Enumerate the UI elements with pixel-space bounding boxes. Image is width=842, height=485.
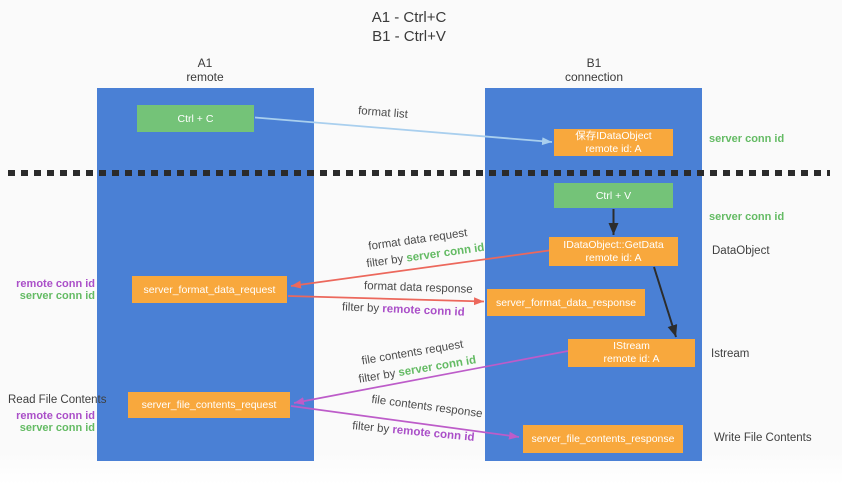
lane-b1-subtitle: connection: [564, 70, 624, 84]
session-separator-dotted-line: [8, 170, 830, 176]
filter-key-remote-conn-id-4: remote conn id: [391, 424, 475, 444]
title-line-1: A1 - Ctrl+C: [371, 9, 447, 26]
format-data-response-arrow-label: format data response: [363, 280, 473, 296]
ctrl-c-box: Ctrl + C: [137, 105, 254, 132]
dataobject-label: DataObject: [712, 245, 770, 257]
server-format-data-request-box: server_format_data_request: [132, 276, 287, 303]
write-file-contents-label: Write File Contents: [714, 432, 812, 444]
format-data-response-arrow: [287, 295, 485, 306]
getdata-line1: IDataObject::GetData: [563, 238, 664, 251]
server-format-data-response-label: server_format_data_response: [495, 296, 637, 309]
filter-by-text-1: filter by: [365, 252, 408, 271]
istream-box: IStream remote id: A: [568, 339, 695, 367]
server-conn-id-label-file: server conn id: [19, 422, 95, 434]
ctrl-c-label: Ctrl + C: [177, 112, 214, 125]
server-conn-id-label-mid: server conn id: [709, 211, 785, 223]
lane-a1-name: A1: [197, 56, 213, 70]
format-data-response-filter-label: filter by remote conn id: [342, 301, 465, 318]
lane-header-b1: B1 connection: [539, 56, 649, 84]
server-file-contents-request-label: server_file_contents_request: [141, 399, 277, 411]
format-list-arrow-label: format list: [357, 105, 409, 121]
format-conn-id-block: remote conn id server conn id: [0, 278, 95, 302]
save-idataobject-line2: remote id: A: [585, 142, 642, 155]
file-conn-id-block: remote conn id server conn id: [0, 410, 95, 434]
read-file-contents-label: Read File Contents: [8, 394, 107, 406]
istream-line2: remote id: A: [603, 353, 660, 365]
idataobject-getdata-box: IDataObject::GetData remote id: A: [549, 237, 678, 266]
remote-conn-id-label-format: remote conn id: [16, 278, 95, 290]
file-contents-response-arrow-label: file contents response: [370, 393, 484, 421]
file-contents-response-filter-label: filter by remote conn id: [352, 420, 475, 444]
filter-by-text-4: filter by: [351, 420, 393, 436]
server-conn-id-label-format: server conn id: [19, 290, 95, 302]
save-idataobject-line1: 保存IDataObject: [575, 129, 652, 142]
lane-a1-subtitle: remote: [186, 70, 224, 84]
remote-conn-id-label-file: remote conn id: [16, 410, 95, 422]
save-idataobject-box: 保存IDataObject remote id: A: [554, 129, 673, 156]
server-conn-id-label-top: server conn id: [709, 133, 785, 145]
server-format-data-request-label: server_format_data_request: [143, 283, 276, 296]
server-file-contents-response-box: server_file_contents_response: [523, 425, 683, 453]
title-line-2: B1 - Ctrl+V: [372, 28, 446, 45]
getdata-line2: remote id: A: [585, 251, 642, 264]
istream-line1: IStream: [613, 340, 650, 352]
lane-header-a1: A1 remote: [150, 56, 260, 84]
filter-key-remote-conn-id-2: remote conn id: [382, 303, 465, 319]
istream-side-label: Istream: [711, 348, 750, 360]
ctrl-v-box: Ctrl + V: [554, 183, 673, 208]
server-format-data-response-box: server_format_data_response: [487, 289, 645, 316]
server-file-contents-request-box: server_file_contents_request: [128, 392, 290, 418]
filter-by-text-2: filter by: [341, 301, 383, 316]
lane-b1-name: B1: [586, 56, 602, 70]
filter-by-text-3: filter by: [357, 367, 400, 386]
diagram-title: A1 - Ctrl+C B1 - Ctrl+V: [309, 8, 509, 46]
ctrl-v-label: Ctrl + V: [595, 189, 632, 202]
server-file-contents-response-label: server_file_contents_response: [531, 433, 675, 445]
